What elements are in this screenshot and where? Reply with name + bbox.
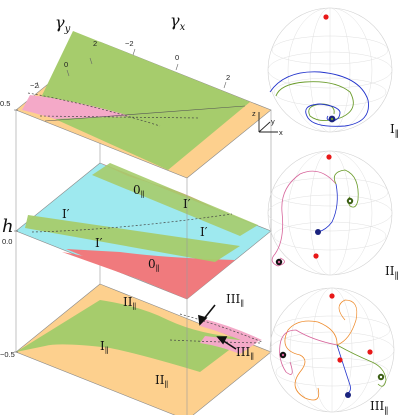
sphere-II-label: II∥ bbox=[385, 264, 399, 282]
label-region-III-upper: III∥ bbox=[226, 292, 244, 308]
top-axis-ticks bbox=[36, 48, 227, 89]
plane-top-green-band bbox=[35, 31, 250, 170]
plane-top-dashed-line-1 bbox=[27, 92, 161, 127]
sphere-III-blue-dot bbox=[345, 392, 351, 398]
sphere-III-label: III∥ bbox=[370, 399, 388, 415]
tick-h-0.0: 0.0 bbox=[2, 237, 12, 246]
coordinate-axes: z y x bbox=[252, 109, 283, 137]
sphere-III-pink-trajectory bbox=[279, 329, 338, 375]
h-axis-ticks bbox=[14, 109, 18, 353]
label-region-II-upper: II∥ bbox=[123, 295, 136, 311]
label-region-0-lower: 0∥ bbox=[148, 257, 159, 273]
sphere-III-orange-trajectory-2 bbox=[336, 299, 358, 346]
sphere-I-red-dot bbox=[323, 14, 329, 20]
sphere-II-black-dot-core bbox=[277, 260, 281, 264]
sphere-I-blue-trajectory bbox=[269, 71, 369, 127]
axis-label-gamma-x: γx bbox=[170, 11, 186, 33]
arrow-III-right-head bbox=[216, 336, 228, 345]
tick-h-neg0.5: −0.5 bbox=[0, 350, 15, 359]
sphere-III-green-dot-core bbox=[379, 375, 383, 379]
sphere-II-pink-trajectory bbox=[271, 170, 337, 267]
axis-x-label: x bbox=[279, 128, 283, 137]
sphere-III-green-trajectory bbox=[336, 344, 387, 387]
sphere-III-red-dot-center bbox=[337, 357, 343, 363]
sphere-II-red-dot-bottom bbox=[313, 253, 319, 259]
plane-bottom-dashed-line-1 bbox=[179, 313, 263, 343]
label-region-Iprime-lowright: I′ bbox=[200, 225, 208, 239]
arrow-III-upper-head bbox=[198, 314, 208, 326]
label-region-Iprime-lower: I′ bbox=[95, 236, 103, 250]
plane-bottom bbox=[15, 283, 272, 415]
plane-middle-green-band-1 bbox=[25, 215, 240, 262]
plane-top-pink-region bbox=[22, 95, 130, 119]
tick-gy-neg2: −2 bbox=[30, 81, 39, 90]
sphere-II-grid bbox=[267, 150, 393, 276]
arrows bbox=[198, 304, 237, 350]
sphere-II: II∥ bbox=[267, 150, 399, 282]
sphere-I: I∥ bbox=[267, 7, 399, 140]
axis-y-label: y bbox=[271, 117, 275, 126]
plane-top-dashed-line-2 bbox=[39, 115, 201, 119]
sphere-I-center-dot bbox=[330, 117, 334, 121]
plane-middle bbox=[15, 162, 272, 300]
label-region-Iprime-left: I′ bbox=[62, 207, 70, 221]
plane-top-boundary bbox=[44, 105, 246, 122]
axis-label-h: h bbox=[2, 216, 14, 237]
tick-gx-2: 2 bbox=[226, 73, 230, 82]
axis-label-gamma-y: γy bbox=[55, 13, 71, 35]
sphere-II-green-trajectory bbox=[333, 169, 359, 208]
tick-gy-0: 0 bbox=[64, 60, 68, 69]
tick-gx-0: 0 bbox=[175, 53, 179, 62]
label-region-Iprime-right: I′ bbox=[183, 197, 191, 211]
plane-bottom-green-region bbox=[16, 300, 245, 372]
sphere-I-label: I∥ bbox=[390, 122, 399, 140]
tick-h-0.5: 0.5 bbox=[0, 99, 10, 108]
plane-top bbox=[15, 31, 272, 179]
sphere-III-blue-trajectory bbox=[336, 344, 351, 395]
label-region-I: I∥ bbox=[100, 339, 108, 355]
sphere-II-blue-trajectory bbox=[317, 183, 338, 233]
plane-middle-red-lower bbox=[66, 249, 235, 299]
sphere-I-grid bbox=[267, 7, 393, 133]
sphere-II-blue-dot bbox=[315, 229, 321, 235]
plane-bottom-dashed-line-2 bbox=[169, 339, 261, 344]
label-region-III-right: III∥ bbox=[236, 345, 254, 361]
phase-diagram-box: −2 0 2 −2 0 2 γy γx 0.5 0.0 −0.5 h 0∥ 0∥… bbox=[0, 11, 272, 415]
tick-gy-2: 2 bbox=[93, 39, 97, 48]
sphere-III-red-dot-top bbox=[329, 293, 335, 299]
label-region-II-lower: II∥ bbox=[155, 373, 168, 389]
sphere-II-green-dot-core bbox=[348, 199, 352, 203]
sphere-III: III∥ bbox=[269, 287, 395, 415]
sphere-II-red-dot-top bbox=[326, 154, 332, 160]
label-region-0-upper: 0∥ bbox=[133, 183, 144, 199]
sphere-III-black-dot-core bbox=[281, 353, 285, 357]
tick-gx-neg2: −2 bbox=[125, 39, 134, 48]
axis-z-label: z bbox=[252, 109, 256, 118]
sphere-III-orange-trajectory bbox=[284, 320, 338, 401]
plane-middle-green-band-2 bbox=[92, 163, 258, 236]
sphere-III-red-dot-right bbox=[367, 349, 373, 355]
